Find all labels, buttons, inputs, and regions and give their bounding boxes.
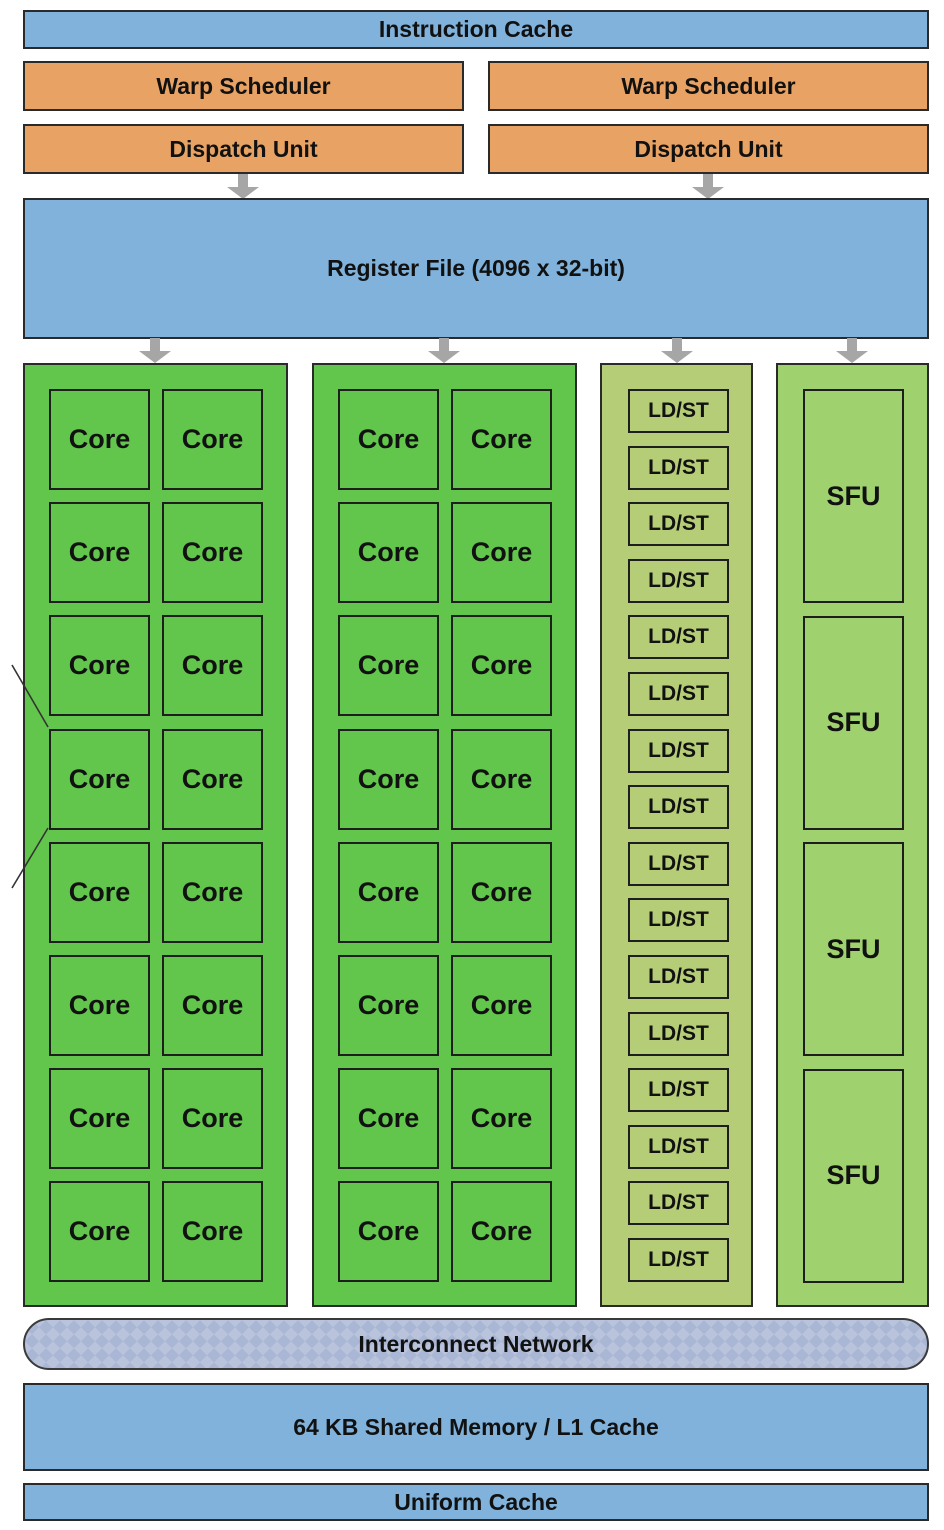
- ldst-unit: LD/ST: [628, 389, 729, 433]
- core-unit: Core: [451, 1181, 552, 1283]
- arrow-down-icon: [661, 338, 693, 363]
- core-unit: Core: [451, 615, 552, 717]
- sfu-group: SFU SFU SFU SFU: [776, 363, 929, 1307]
- shared-memory-l1-cache: 64 KB Shared Memory / L1 Cache: [23, 1383, 929, 1471]
- sfu-unit: SFU: [803, 842, 904, 1056]
- ldst-unit: LD/ST: [628, 672, 729, 716]
- sfu-unit: SFU: [803, 389, 904, 603]
- ldst-unit: LD/ST: [628, 558, 729, 603]
- core-unit: Core: [162, 502, 263, 604]
- core-unit: Core: [49, 502, 150, 604]
- core-unit: Core: [338, 502, 439, 604]
- warp-scheduler-left: Warp Scheduler: [23, 61, 464, 111]
- ldst-unit: LD/ST: [628, 1068, 729, 1113]
- core-unit: Core: [162, 728, 263, 830]
- arrow-down-icon: [836, 338, 868, 363]
- warp-scheduler-label: Warp Scheduler: [156, 72, 331, 99]
- core-unit: Core: [451, 502, 552, 604]
- ldst-unit: LD/ST: [628, 955, 729, 999]
- arrow-down-icon: [227, 174, 259, 199]
- arrow-down-icon: [428, 338, 460, 363]
- core-unit: Core: [338, 615, 439, 717]
- core-unit: Core: [451, 1068, 552, 1170]
- core-unit: Core: [451, 389, 552, 490]
- core-unit: Core: [162, 841, 263, 943]
- uniform-cache-label: Uniform Cache: [394, 1488, 558, 1515]
- core-unit: Core: [162, 1068, 263, 1170]
- warp-scheduler-right: Warp Scheduler: [488, 61, 929, 111]
- uniform-cache: Uniform Cache: [23, 1483, 929, 1521]
- ldst-unit: LD/ST: [628, 785, 729, 830]
- core-unit: Core: [338, 841, 439, 943]
- dispatch-unit-left: Dispatch Unit: [23, 124, 464, 174]
- shared-memory-label: 64 KB Shared Memory / L1 Cache: [293, 1413, 659, 1440]
- register-file: Register File (4096 x 32-bit): [23, 198, 929, 339]
- core-unit: Core: [162, 615, 263, 717]
- ldst-unit: LD/ST: [628, 445, 729, 490]
- register-file-label: Register File (4096 x 32-bit): [327, 255, 625, 281]
- interconnect-label: Interconnect Network: [358, 1330, 594, 1357]
- dispatch-unit-right: Dispatch Unit: [488, 124, 929, 174]
- ldst-unit: LD/ST: [628, 841, 729, 886]
- ldst-unit: LD/ST: [628, 1238, 729, 1282]
- arrow-down-icon: [139, 338, 171, 363]
- ldst-unit: LD/ST: [628, 615, 729, 660]
- callout-lines: [11, 664, 49, 889]
- sfu-unit: SFU: [803, 615, 904, 830]
- arrow-down-icon: [692, 174, 724, 199]
- instruction-cache-label: Instruction Cache: [378, 16, 574, 42]
- core-unit: Core: [162, 389, 263, 490]
- core-unit: Core: [162, 955, 263, 1056]
- ldst-unit: LD/ST: [628, 898, 729, 943]
- core-unit: Core: [338, 728, 439, 830]
- core-unit: Core: [49, 955, 150, 1056]
- core-unit: Core: [49, 1068, 150, 1170]
- core-unit: Core: [49, 1181, 150, 1283]
- ldst-unit: LD/ST: [628, 1011, 729, 1056]
- core-unit: Core: [338, 955, 439, 1056]
- core-unit: Core: [49, 389, 150, 490]
- ldst-unit: LD/ST: [628, 502, 729, 547]
- sfu-unit: SFU: [803, 1068, 904, 1283]
- core-unit: Core: [49, 615, 150, 717]
- dispatch-unit-label: Dispatch Unit: [634, 135, 783, 162]
- dispatch-unit-label: Dispatch Unit: [169, 135, 318, 162]
- core-unit: Core: [338, 389, 439, 490]
- warp-scheduler-label: Warp Scheduler: [621, 72, 796, 99]
- ldst-unit: LD/ST: [628, 1124, 729, 1169]
- core-unit: Core: [338, 1068, 439, 1170]
- ldst-unit: LD/ST: [628, 728, 729, 773]
- ldst-unit: LD/ST: [628, 1181, 729, 1226]
- instruction-cache: Instruction Cache: [23, 10, 929, 49]
- core-unit: Core: [162, 1181, 263, 1283]
- core-unit: Core: [451, 841, 552, 943]
- core-unit: Core: [338, 1181, 439, 1283]
- core-unit: Core: [451, 728, 552, 830]
- interconnect-network: Interconnect Network: [23, 1318, 929, 1370]
- core-unit: Core: [49, 728, 150, 830]
- core-unit: Core: [451, 955, 552, 1056]
- ldst-group: LD/ST LD/ST LD/ST LD/ST LD/ST LD/ST LD/ST LD/ST…: [600, 363, 753, 1307]
- core-unit: Core: [49, 841, 150, 943]
